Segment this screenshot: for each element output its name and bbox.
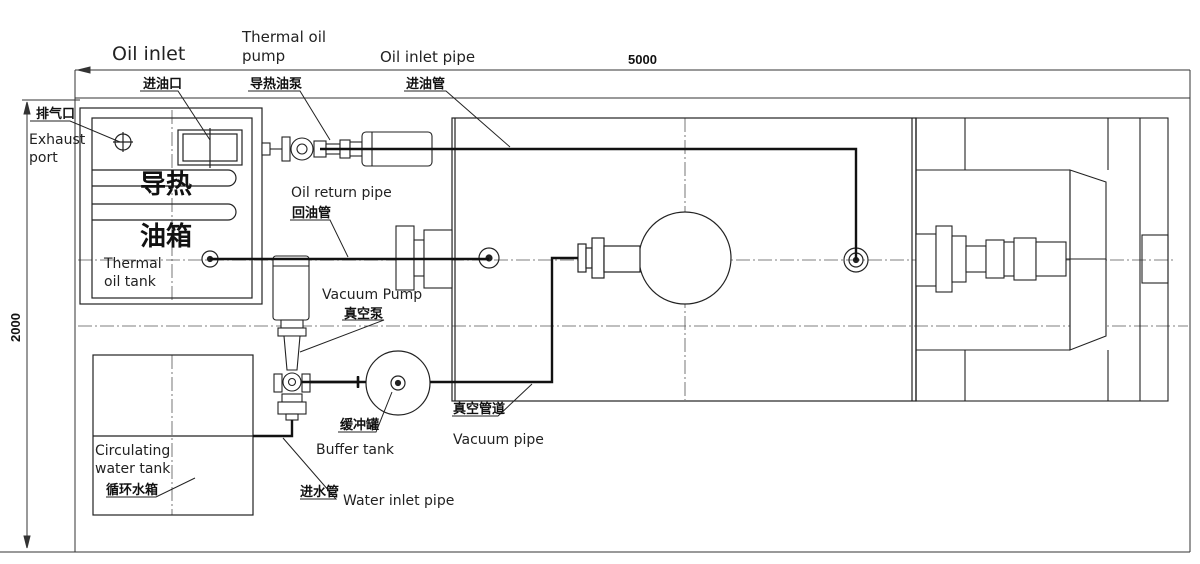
water-inlet-pipe [253,420,294,438]
exhaust-port-label-en-line2: port [29,150,58,166]
width-dimension-label: 5000 [628,52,657,67]
vacuum-pipe-label-cn: 真空管道 [453,401,505,417]
center-lines [78,110,1188,515]
buffer-tank [365,350,431,416]
buffer-tank-label-en: Buffer tank [316,442,395,458]
oil-return-pipe-label-en: Oil return pipe [291,185,392,201]
thermal-oil-pump-label-en-line2: pump [242,47,285,65]
leader-lines [30,90,533,500]
thermal-oil-pump-label-en-line1: Thermal oil [241,28,326,46]
right-drive-assembly [915,117,1169,402]
oil-inlet-pipe [320,147,858,260]
vacuum-pump-label-cn: 真空泵 [344,306,383,322]
water-inlet-pipe-label-en: Water inlet pipe [343,493,454,509]
thermal-oil-tank [79,107,263,305]
oil-return-pipe-label-cn: 回油管 [292,205,331,221]
exhaust-port-label-cn: 排气口 [36,106,75,122]
sight-window [577,211,732,305]
vacuum-pump [272,255,311,421]
vacuum-pump-label-en: Vacuum Pump [322,287,422,303]
circulating-water-tank-label-cn: 循环水箱 [106,482,158,498]
height-dimension-line [23,101,31,549]
circulating-water-tank-label-en-line2: water tank [95,461,171,477]
vacuum-pipe [302,256,578,388]
height-dimension-label: 2000 [8,313,23,342]
exhaust-port-symbol [113,132,133,152]
thermal-oil-tank-label-en-line1: Thermal [103,256,162,272]
buffer-tank-label-cn: 缓冲罐 [340,417,379,433]
exhaust-port-label-en-line1: Exhaust [29,132,86,148]
oil-inlet-pipe-label-cn: 进油管 [406,76,445,92]
oil-inlet-label-cn: 进油口 [143,76,182,92]
thermal-oil-tank-label-cn-line1: 导热 [140,170,192,200]
vacuum-pipe-label-en: Vacuum pipe [453,432,544,448]
oil-inlet-label-en: Oil inlet [112,43,185,65]
circulating-water-tank-label-en-line1: Circulating [95,443,170,459]
width-dimension-line [77,66,1188,74]
thermal-oil-tank-label-cn-line2: 油箱 [140,221,192,252]
thermal-oil-tank-label-en-line2: oil tank [104,274,157,290]
thermal-oil-pump-label-cn: 导热油泵 [250,76,302,92]
oil-inlet-pipe-label-en: Oil inlet pipe [380,48,475,66]
water-inlet-pipe-label-cn: 进水管 [300,484,339,500]
